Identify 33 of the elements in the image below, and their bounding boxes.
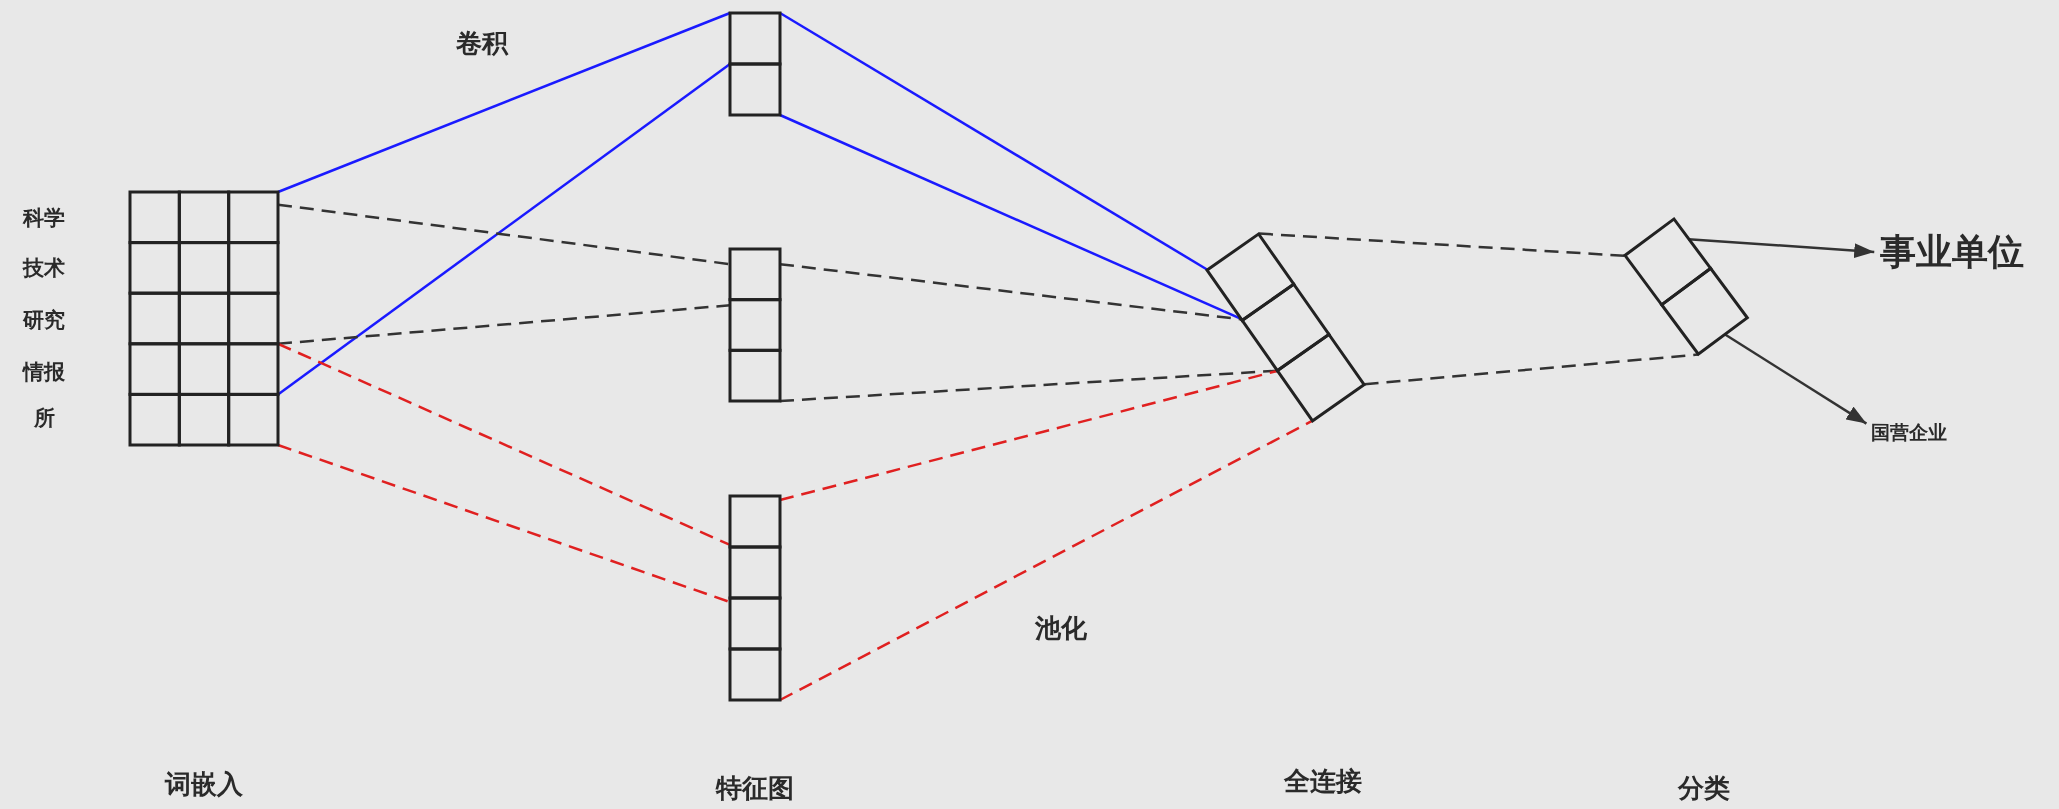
connector-line xyxy=(277,443,731,604)
fully-connected-layer xyxy=(1205,231,1367,423)
embedding-matrix xyxy=(128,190,280,447)
connector-line xyxy=(779,369,1279,502)
class-label: 国营企业 xyxy=(1871,421,1947,443)
output-layer xyxy=(1622,217,1750,357)
feature-map xyxy=(728,494,782,702)
row-label: 科学 xyxy=(23,205,65,232)
caption-text: 全连接 xyxy=(1284,764,1362,798)
caption-text: 池化 xyxy=(1035,611,1087,645)
row-label: 情报 xyxy=(23,359,65,386)
connector-line xyxy=(277,304,731,346)
connector-line xyxy=(779,262,1243,321)
connector-line xyxy=(779,419,1314,702)
connector-line xyxy=(277,342,731,547)
caption-text: 词嵌入 xyxy=(165,767,243,801)
connector-line xyxy=(1364,353,1699,386)
feature-map xyxy=(728,11,782,117)
caption-text: 卷积 xyxy=(456,26,508,60)
class-label: 事业单位 xyxy=(1880,232,2024,272)
connector-line xyxy=(277,63,731,396)
row-label: 所 xyxy=(33,405,55,432)
caption-text: 特征图 xyxy=(716,771,794,805)
row-label: 技术 xyxy=(23,255,65,282)
connector-line xyxy=(277,11,731,194)
row-label: 研究 xyxy=(23,307,65,334)
caption-text: 分类 xyxy=(1678,771,1730,805)
connector-line xyxy=(1258,232,1625,258)
arrow xyxy=(1724,333,1868,425)
connector-line xyxy=(779,11,1209,271)
arrow xyxy=(1688,237,1875,259)
connector-line xyxy=(277,203,731,266)
feature-map xyxy=(728,247,782,403)
